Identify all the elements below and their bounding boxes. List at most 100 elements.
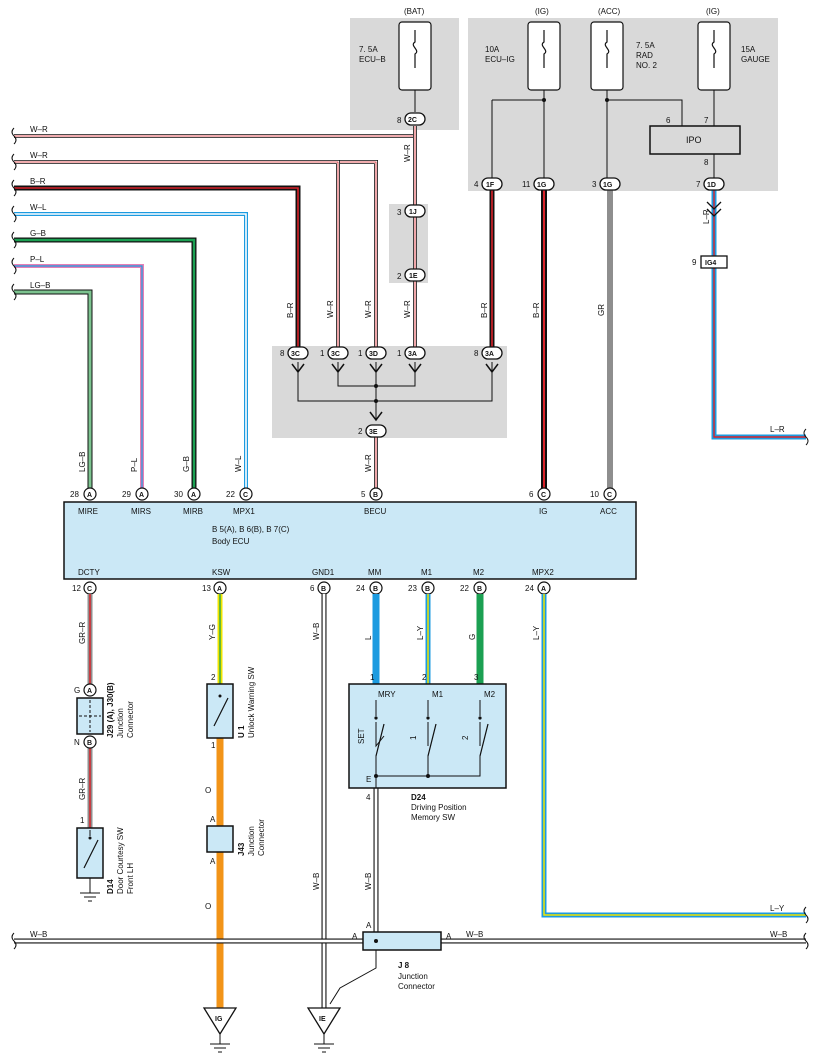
terminal-label: MRY [378, 690, 396, 699]
pin-label: G [74, 686, 80, 695]
pin-label: 2 [358, 427, 363, 436]
component-name-2: Memory SW [411, 813, 455, 822]
component-code: D24 [411, 793, 426, 802]
component-code: D14 [106, 879, 115, 894]
pin-letter: B [373, 586, 378, 593]
memory-switch-d24: 1 2 3 MRY M1 M2 SET 1 2 E 4 D24 Driving … [348, 673, 507, 822]
pin-letter: B [321, 586, 326, 593]
wire-label: G [468, 634, 477, 640]
pin-label: 8 [704, 158, 709, 167]
connector-label: 3E [369, 429, 378, 436]
pin-label: 10 [590, 490, 599, 499]
fuse-rating-label: 7. 5A [636, 41, 655, 50]
wire-label: W–B [466, 930, 483, 939]
fuse-name-label: ECU–IG [485, 55, 515, 64]
pin-name: MIRB [183, 507, 203, 516]
wire-label: LG–B [78, 452, 87, 472]
pin-label: 1 [358, 349, 363, 358]
pin-label: 7 [696, 180, 701, 189]
pin-letter: A [191, 492, 196, 499]
ground-label: IG [215, 1016, 223, 1023]
pin-label: A [446, 932, 452, 941]
ground-label: IE [319, 1016, 326, 1023]
panel-splice [272, 346, 507, 438]
pin-label: 24 [356, 584, 365, 593]
pin-label: A [210, 857, 216, 866]
connector-label: 1E [409, 273, 418, 280]
connector-label: 2C [408, 117, 417, 124]
wire-label: W–R [326, 300, 335, 318]
pin-label: 22 [226, 490, 235, 499]
wire-label: L–R [702, 209, 711, 224]
lower-wire-labels: GR–R GR–R Y–G O O W–B W–B L L–Y G L–Y L–… [30, 622, 787, 939]
pin-label: 3 [474, 673, 479, 682]
pin-name: MIRS [131, 507, 151, 516]
pin-letter: B [477, 586, 482, 593]
wire-label: P–L [30, 255, 45, 264]
wire-label: GR [597, 304, 606, 316]
wire-label: W–R [364, 454, 373, 472]
wire-label: W–B [30, 930, 47, 939]
pin-letter: C [541, 492, 546, 499]
component-name: Driving Position [411, 803, 467, 812]
wire-label: W–R [30, 125, 48, 134]
wire-label: B–R [30, 177, 46, 186]
component-name: Door Courtesy SW [116, 827, 125, 894]
component-name-2: Connector [398, 982, 435, 991]
pin-name: ACC [600, 507, 617, 516]
fuse-rating-label: 7. 5A [359, 45, 378, 54]
connector-label: 1D [707, 182, 716, 189]
pin-label: 4 [474, 180, 479, 189]
wire-label: P–L [130, 457, 139, 472]
pin-label: N [74, 738, 80, 747]
fuse-source-label: (IG) [706, 7, 720, 16]
wire-label: W–R [364, 300, 373, 318]
pin-letter: C [243, 492, 248, 499]
pin-name: MPX1 [233, 507, 255, 516]
wire-label: LG–B [30, 281, 50, 290]
pin-label: 1 [211, 741, 216, 750]
pin-name: M2 [473, 568, 485, 577]
pin-label: 4 [366, 793, 371, 802]
pin-letter: A [541, 586, 546, 593]
pin-name: M1 [421, 568, 433, 577]
pin-label: 8 [397, 116, 402, 125]
pin-label: 5 [361, 490, 366, 499]
component-name-2: Connector [126, 701, 135, 738]
wire-label: L–Y [416, 625, 425, 640]
wire-label: W–R [30, 151, 48, 160]
wire-label: B–R [480, 302, 489, 318]
connector-label: 3C [331, 351, 340, 358]
wire-mpx2 [541, 594, 806, 918]
pin-label: 22 [460, 584, 469, 593]
unlock-warning-switch-u1: 2 1 U 1 Unlock Warning SW [206, 666, 256, 750]
pin-label: 6 [666, 116, 671, 125]
ground-ie: IE [306, 1007, 342, 1053]
ground-ig: IG [202, 1007, 238, 1053]
wire-label: G–B [182, 456, 191, 472]
pin-label: 1 [370, 673, 375, 682]
wire-label: W–B [312, 623, 321, 640]
connector-label: 3A [408, 351, 417, 358]
pin-label: 30 [174, 490, 183, 499]
fuse-gauge: (IG) 15A GAUGE [697, 7, 770, 91]
splice-network [291, 362, 499, 422]
pin-letter: A [217, 586, 222, 593]
wire-label: Y–G [208, 624, 217, 640]
component-name-2: Front LH [126, 863, 135, 894]
fuse-rad-no2: (ACC) 7. 5A RAD NO. 2 [590, 7, 657, 91]
body-ecu: B 5(A), B 6(B), B 7(C) Body ECU [63, 501, 637, 580]
pin-letter: A [87, 688, 92, 695]
wire-label: W–B [312, 873, 321, 890]
pin-label: 7 [704, 116, 709, 125]
pin-label: 8 [474, 349, 479, 358]
component-code: U 1 [237, 725, 246, 738]
ipo-module: IPO 6 7 8 [649, 116, 741, 167]
pin-label: 12 [72, 584, 81, 593]
pin-letter: C [87, 586, 92, 593]
component-code: J43 [237, 842, 246, 856]
pin-name: DCTY [78, 568, 100, 577]
pin-label: A [210, 815, 216, 824]
connector-label: 3A [485, 351, 494, 358]
